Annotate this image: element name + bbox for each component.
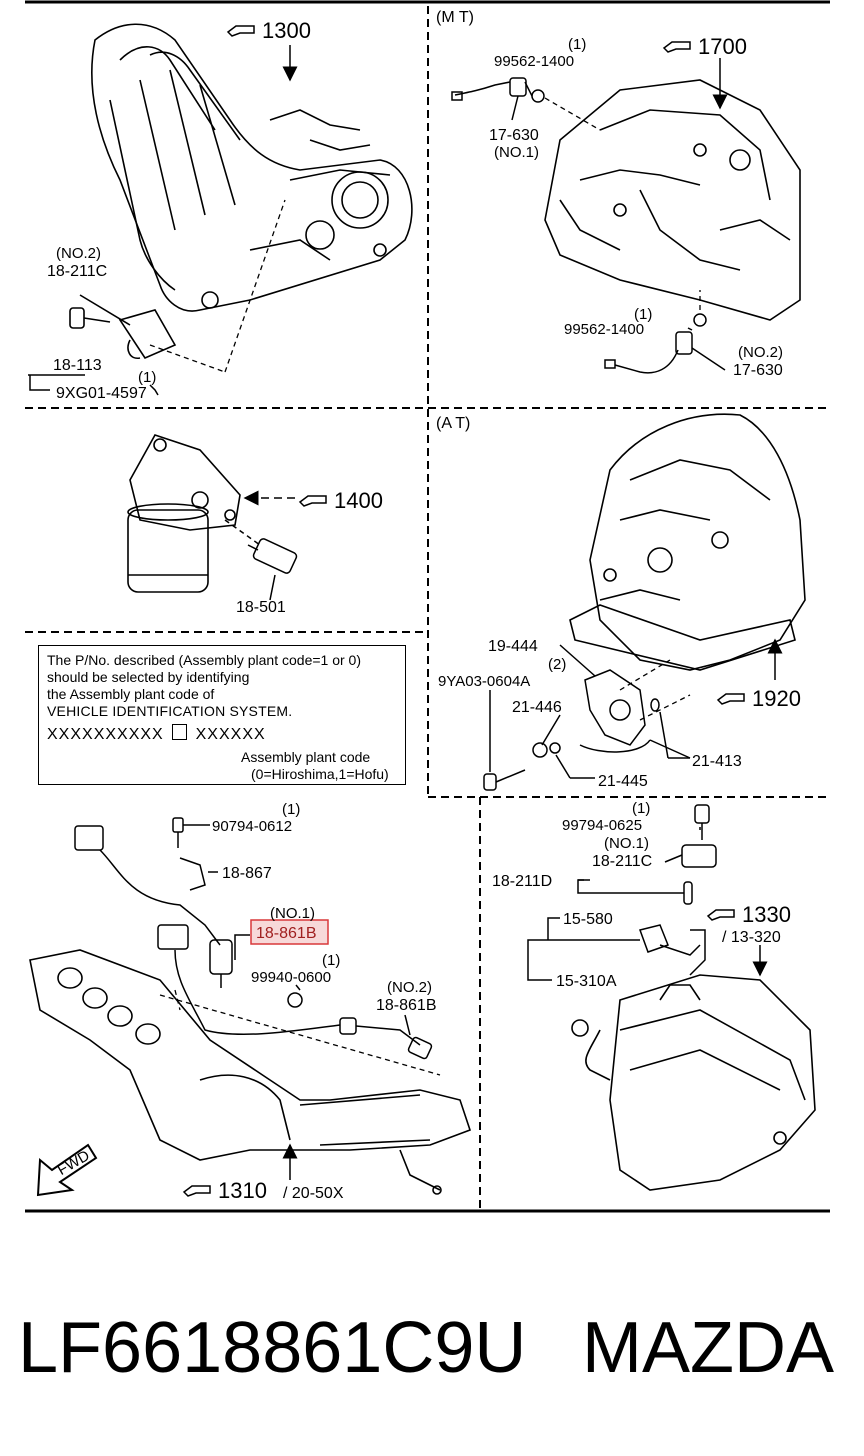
part-18-501: 18-501 bbox=[236, 599, 286, 616]
part-15-310a: 15-310A bbox=[556, 973, 617, 990]
part-18-861b-highlight-qty: (NO.1) bbox=[270, 905, 315, 922]
part-99562-1400-b: 99562-1400 bbox=[564, 321, 644, 338]
ref-1400: 1400 bbox=[334, 488, 383, 513]
assembly-plant-note: The P/No. described (Assembly plant code… bbox=[38, 645, 406, 785]
part-17-630-b-qty: (NO.2) bbox=[738, 344, 783, 361]
inhibitor-switch bbox=[483, 669, 660, 791]
part-99562-qty-1: (1) bbox=[568, 36, 586, 53]
part-99794-0625: 99794-0625 bbox=[562, 817, 642, 834]
note-line-2: should be selected by identifying bbox=[47, 669, 250, 685]
part-17-630-a: 17-630 bbox=[489, 127, 539, 144]
reference-hand-icons bbox=[182, 25, 745, 1197]
fwd-label: FWD bbox=[55, 1147, 93, 1179]
mt-sensor-17-630-1 bbox=[451, 77, 545, 103]
section-mt-label: (M T) bbox=[436, 9, 474, 26]
exhaust-manifold-drawing bbox=[29, 949, 472, 1195]
part-9ya03-0604a: 9YA03-0604A bbox=[438, 673, 530, 690]
part-99940-0600: 99940-0600 bbox=[251, 969, 331, 986]
part-9xg01-4597: 9XG01-4597 bbox=[56, 385, 147, 402]
part-18-113: 18-113 bbox=[53, 357, 102, 374]
part-17-630-a-qty: (NO.1) bbox=[494, 144, 539, 161]
brand-title: MAZDA bbox=[582, 1308, 834, 1388]
part-18-211c-2-qty: (NO.1) bbox=[604, 835, 649, 852]
part-19-444: 19-444 bbox=[488, 638, 538, 655]
part-9ya03-qty: (2) bbox=[548, 656, 566, 673]
o2-sensor-front bbox=[74, 825, 341, 1036]
section-at-label: (A T) bbox=[436, 415, 470, 432]
intake-manifold-drawing bbox=[91, 23, 413, 312]
intake-map-sensor bbox=[69, 294, 177, 360]
oil-filter-drawing bbox=[127, 434, 241, 593]
note-vin-pattern: XXXXXXXXXX XXXXXX bbox=[47, 724, 397, 743]
ref-1310: 1310 bbox=[218, 1178, 267, 1203]
ref-1920: 1920 bbox=[752, 686, 801, 711]
ref-1300: 1300 bbox=[262, 18, 311, 43]
ref-1330-sub: / 13-320 bbox=[722, 929, 781, 946]
assembly-plant-code-values: (0=Hiroshima,1=Hofu) bbox=[251, 766, 389, 782]
part-90794-qty: (1) bbox=[282, 801, 300, 818]
part-18-211c-2: 18-211C bbox=[592, 853, 652, 870]
part-18-861b-qty: (NO.2) bbox=[387, 979, 432, 996]
frame-lines bbox=[25, 0, 830, 1213]
vin-pattern-right: XXXXXX bbox=[195, 726, 266, 743]
mt-sensor-17-630-2 bbox=[604, 313, 707, 374]
part-21-445: 21-445 bbox=[598, 773, 648, 790]
ref-1310-sub: / 20-50X bbox=[283, 1185, 344, 1202]
part-99940-qty: (1) bbox=[322, 952, 340, 969]
ref-1330: 1330 bbox=[742, 902, 791, 927]
part-90794-0612: 90794-0612 bbox=[212, 818, 292, 835]
manual-transmission-drawing bbox=[544, 79, 801, 321]
assembly-plant-code-label: Assembly plant code bbox=[241, 749, 371, 765]
o2-sensor-rear bbox=[287, 992, 433, 1060]
part-21-413: 21-413 bbox=[692, 753, 742, 770]
automatic-transmission-drawing bbox=[569, 413, 806, 671]
part-18-861b-highlight: 18-861B bbox=[256, 925, 317, 942]
air-cleaner-sensors bbox=[639, 804, 717, 976]
parts-diagram: (M T) (A T) 1300 1700 1400 1920 1330 / 1… bbox=[25, 0, 830, 1213]
part-18-211c: 18-211C bbox=[47, 263, 107, 280]
part-number-title: LF6618861C9U bbox=[18, 1308, 527, 1388]
note-line-4: VEHICLE IDENTIFICATION SYSTEM. bbox=[47, 703, 293, 719]
part-99794-qty: (1) bbox=[632, 800, 650, 817]
fwd-arrow-icon bbox=[36, 1143, 98, 1197]
part-99562-qty-2: (1) bbox=[634, 306, 652, 323]
highlight-box bbox=[250, 919, 329, 945]
o2-bracket-18-867 bbox=[172, 817, 218, 891]
oil-pressure-switch bbox=[247, 538, 298, 574]
part-18-211c-qty: (NO.2) bbox=[56, 245, 101, 262]
note-line-3: the Assembly plant code of bbox=[47, 686, 215, 702]
note-line-1: The P/No. described (Assembly plant code… bbox=[47, 652, 361, 668]
part-21-446: 21-446 bbox=[512, 699, 562, 716]
ref-1700: 1700 bbox=[698, 34, 747, 59]
vin-pattern-left: XXXXXXXXXX bbox=[47, 726, 164, 743]
part-18-211d: 18-211D bbox=[492, 873, 552, 890]
air-cleaner-drawing bbox=[571, 974, 816, 1191]
part-99562-1400-a: 99562-1400 bbox=[494, 53, 574, 70]
part-17-630-b: 17-630 bbox=[733, 362, 783, 379]
plant-code-box-icon bbox=[172, 724, 188, 740]
part-9xg01-qty: (1) bbox=[138, 369, 156, 386]
part-15-580: 15-580 bbox=[563, 911, 613, 928]
part-18-867: 18-867 bbox=[222, 865, 272, 882]
labels: (M T) (A T) 1300 1700 1400 1920 1330 / 1… bbox=[47, 9, 801, 1203]
part-18-861b: 18-861B bbox=[376, 997, 437, 1014]
